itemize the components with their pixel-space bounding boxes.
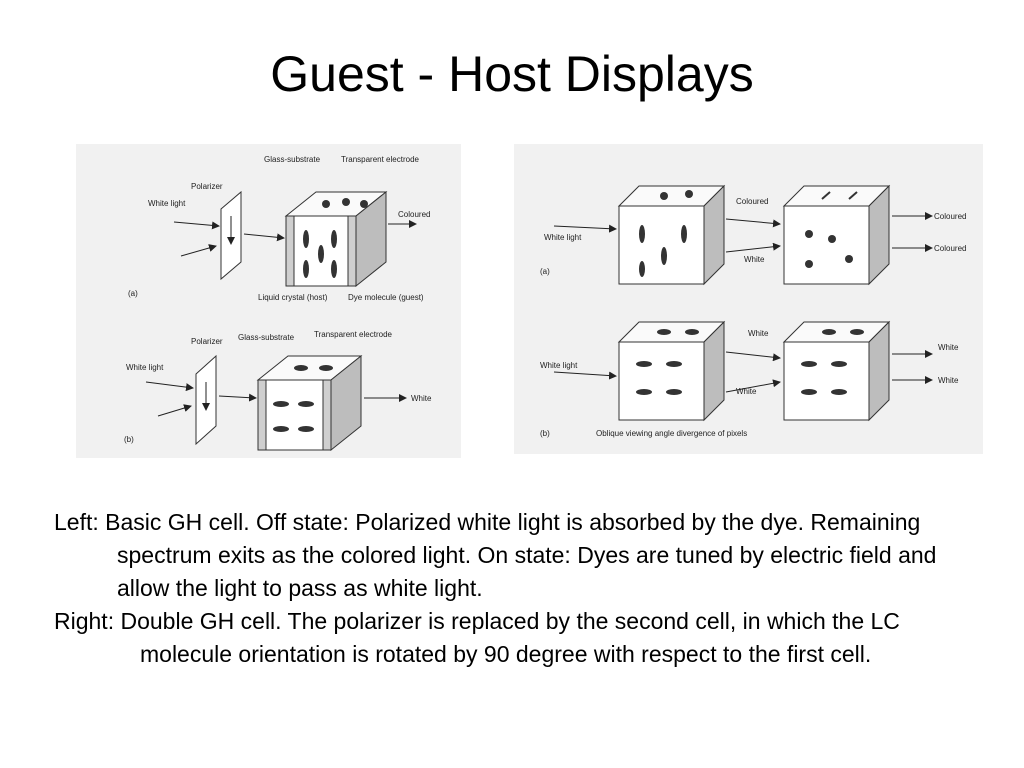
label-white-light-a: White light [148, 199, 186, 208]
r-b-mid-arrow-1 [725, 351, 781, 362]
label-glass-b: Glass-substrate [238, 333, 295, 342]
polarized-light-arrow [243, 233, 285, 242]
left-figure-drawing: Polarizer Glass-substrate Transparent el… [124, 155, 432, 452]
right-figure-drawing: White light Coloured White Coloured Colo… [540, 184, 966, 438]
r-b-label-white-mid-bottom: White [736, 387, 757, 396]
slide-caption: Left: Basic GH cell. Off state: Polarize… [54, 506, 994, 671]
r-b-label-out2: White [938, 376, 959, 385]
left-panel-b: Polarizer Glass-substrate Transparent el… [124, 330, 432, 452]
glass-b-right [322, 379, 332, 451]
caption-right-lead: Right: [54, 608, 115, 634]
polarized-light-arrow-b [218, 393, 257, 402]
caption-right-paragraph: Right: Double GH cell. The polarizer is … [54, 605, 994, 671]
r-b-cell1-front [618, 341, 705, 421]
label-polarizer-b: Polarizer [191, 337, 223, 346]
input-light-arrow-b [145, 381, 194, 392]
r-b-caption: Oblique viewing angle divergence of pixe… [596, 429, 747, 438]
r-a-label-out2: Coloured [934, 244, 966, 253]
label-dye-guest: Dye molecule (guest) [348, 293, 424, 302]
input-light-arrow-2 [180, 244, 217, 257]
caption-left-lead: Left: [54, 509, 99, 535]
input-light-arrow-b2 [157, 404, 192, 417]
r-b-label-white-light: White light [540, 361, 578, 370]
label-glass-a: Glass-substrate [264, 155, 321, 164]
caption-left-text: Basic GH cell. Off state: Polarized whit… [105, 509, 937, 601]
label-coloured-a: Coloured [398, 210, 430, 219]
label-polarizer-a: Polarizer [191, 182, 223, 191]
input-light-arrow [173, 221, 220, 230]
cell-front-b [257, 379, 332, 451]
glass-substrate-left [285, 215, 295, 287]
label-panel-b: (b) [124, 435, 134, 444]
left-figure: Polarizer Glass-substrate Transparent el… [76, 144, 461, 458]
r-a-input-arrow [553, 224, 617, 233]
label-electrode-a: Transparent electrode [341, 155, 420, 164]
caption-left-paragraph: Left: Basic GH cell. Off state: Polarize… [54, 506, 994, 605]
label-panel-a: (a) [128, 289, 138, 298]
glass-b-left [257, 379, 267, 451]
left-panel-a: Polarizer Glass-substrate Transparent el… [128, 155, 430, 302]
right-figure: White light Coloured White Coloured Colo… [514, 144, 983, 454]
right-panel-a: White light Coloured White Coloured Colo… [540, 184, 966, 286]
label-lc-host: Liquid crystal (host) [258, 293, 328, 302]
glass-substrate-right [347, 215, 357, 287]
r-a-label-white-light: White light [544, 233, 582, 242]
r-a-cell1-front [618, 205, 705, 285]
r-b-label-white-mid-top: White [748, 329, 769, 338]
label-white-light-b: White light [126, 363, 164, 372]
r-a-label-panel: (a) [540, 267, 550, 276]
r-a-label-out1: Coloured [934, 212, 966, 221]
slide-title: Guest - Host Displays [270, 46, 754, 102]
label-white-b: White [411, 394, 432, 403]
caption-right-text: Double GH cell. The polarizer is replace… [120, 608, 900, 667]
right-panel-b: White light White White White White (b) … [540, 320, 959, 438]
r-b-input-arrow [553, 371, 617, 380]
r-a-mid-arrow-1 [725, 218, 781, 228]
r-a-mid-arrow-2 [725, 242, 781, 253]
label-electrode-b: Transparent electrode [314, 330, 393, 339]
r-a-label-coloured-mid: Coloured [736, 197, 768, 206]
r-b-label-out1: White [938, 343, 959, 352]
r-b-mid-arrow-2 [725, 379, 781, 393]
r-a-cell2-front [783, 205, 870, 285]
r-a-label-white-mid: White [744, 255, 765, 264]
r-b-cell2-front [783, 341, 870, 421]
r-b-label-panel: (b) [540, 429, 550, 438]
